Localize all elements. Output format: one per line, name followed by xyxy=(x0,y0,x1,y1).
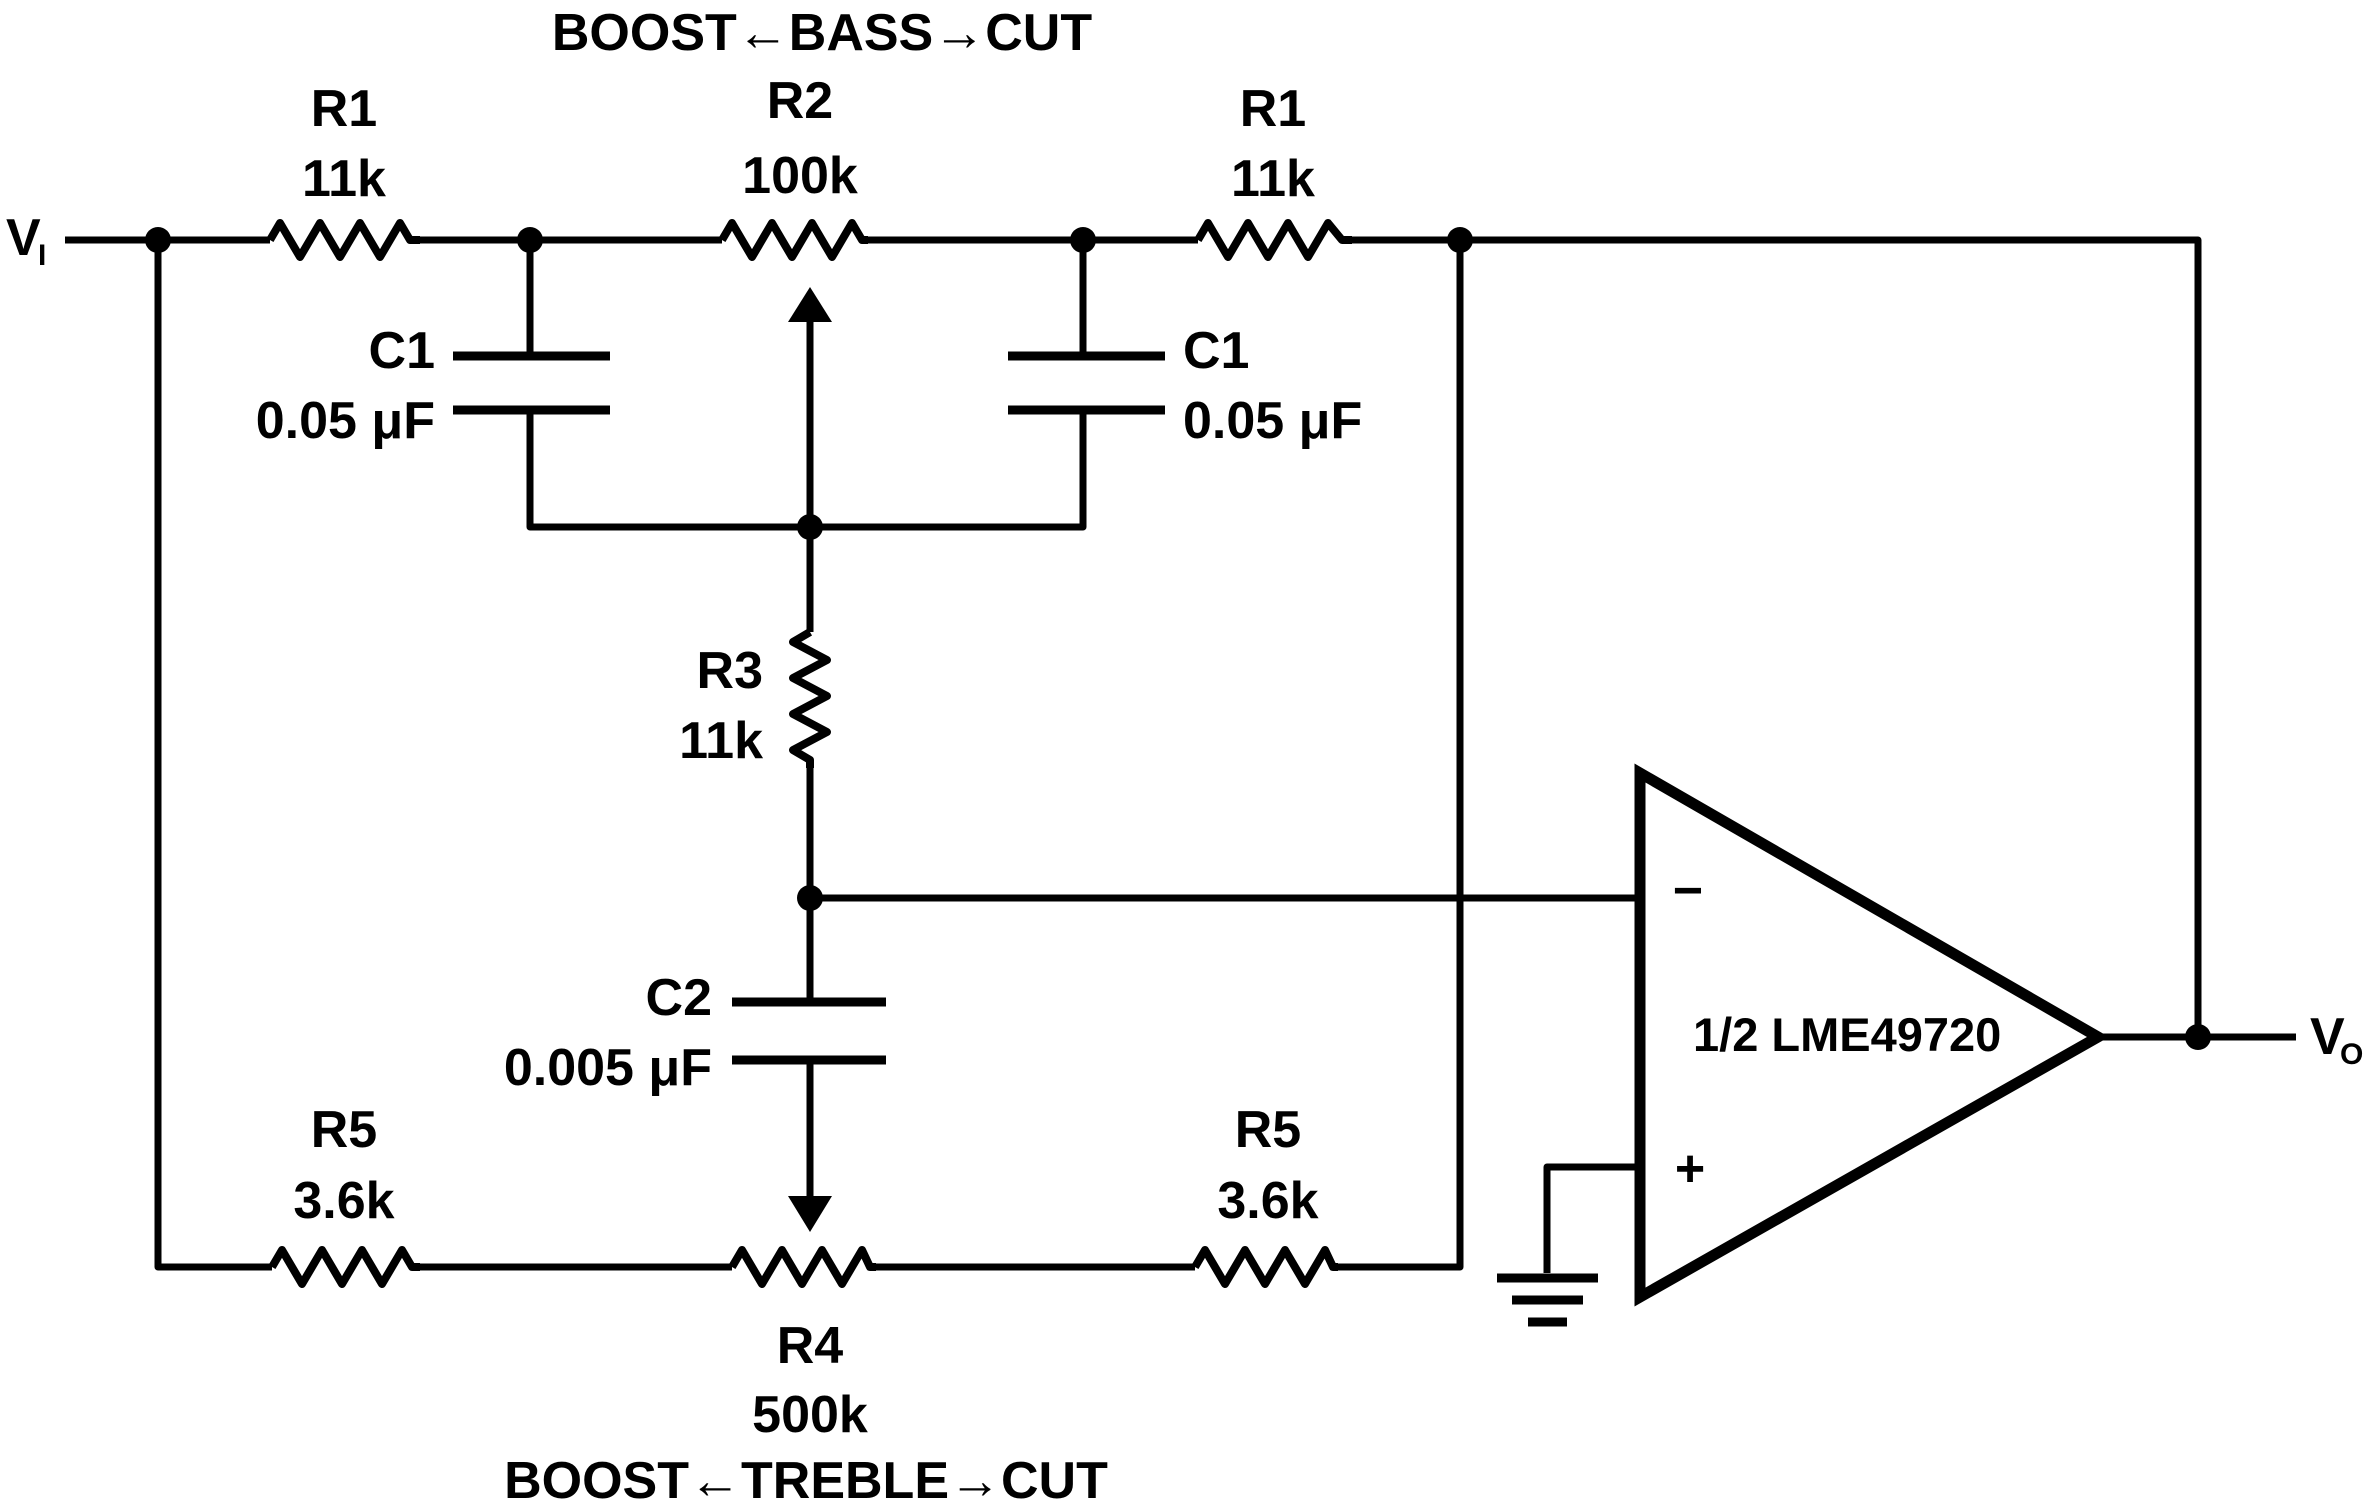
input-label: V xyxy=(6,209,41,267)
c1-left-value: 0.05 μF xyxy=(256,392,435,450)
inverting-input-sign: − xyxy=(1673,862,1703,920)
bass-control-label: BOOST←BASS→CUT xyxy=(552,4,1092,62)
r1-left-value: 11k xyxy=(302,150,386,208)
centre-branch xyxy=(789,527,831,1002)
ground-icon xyxy=(1497,1273,1598,1327)
r4-value: 500k xyxy=(752,1386,868,1444)
c1-right-name: C1 xyxy=(1183,322,1249,380)
noninverting-ground-wire xyxy=(1543,1163,1640,1273)
r5-left-value: 3.6k xyxy=(293,1172,394,1230)
r5-right-resistor xyxy=(1191,1246,1338,1288)
r5-right-value: 3.6k xyxy=(1217,1172,1318,1230)
op-amp-triangle xyxy=(1634,763,2110,1307)
r2-wiper-arrow xyxy=(788,287,832,527)
c1-right-value: 0.05 μF xyxy=(1183,392,1362,450)
r4-name: R4 xyxy=(777,1317,844,1375)
r1-left-name: R1 xyxy=(311,80,377,138)
top-rail-wires xyxy=(65,236,2202,1038)
c1-left-name: C1 xyxy=(369,322,435,380)
r3-value: 11k xyxy=(679,712,763,770)
r2-name: R2 xyxy=(767,72,833,130)
r5-left-resistor xyxy=(268,1246,420,1288)
r5-right-name: R5 xyxy=(1235,1101,1301,1159)
c1-right-capacitor xyxy=(810,240,1165,531)
outer-wires xyxy=(154,240,1464,1271)
r5-left-name: R5 xyxy=(311,1101,377,1159)
junction-dots xyxy=(145,227,2211,1050)
noninverting-input-sign: + xyxy=(1675,1140,1705,1198)
treble-control-label: BOOST←TREBLE→CUT xyxy=(504,1452,1108,1508)
r2-value: 100k xyxy=(742,147,858,205)
r1-left-resistor xyxy=(266,219,420,261)
output-label: V xyxy=(2310,1008,2345,1066)
c2-capacitor xyxy=(732,997,886,1232)
r1-right-resistor xyxy=(1194,219,1352,261)
r4-treble-potentiometer xyxy=(728,1246,876,1288)
r2-bass-potentiometer xyxy=(718,219,868,261)
r1-right-name: R1 xyxy=(1240,80,1306,138)
c1-left-capacitor xyxy=(453,240,810,531)
r3-name: R3 xyxy=(697,642,763,700)
r1-right-value: 11k xyxy=(1231,150,1315,208)
output-label-sub: O xyxy=(2340,1038,2363,1071)
feedback-wire xyxy=(1470,236,2202,1038)
r3-resistor xyxy=(789,628,831,768)
r4-wiper-arrow xyxy=(788,1196,832,1232)
c2-name: C2 xyxy=(646,969,712,1027)
c2-value: 0.005 μF xyxy=(504,1039,712,1097)
op-amp-label: 1/2 LME49720 xyxy=(1693,1008,2001,1061)
input-label-sub: I xyxy=(38,239,46,272)
